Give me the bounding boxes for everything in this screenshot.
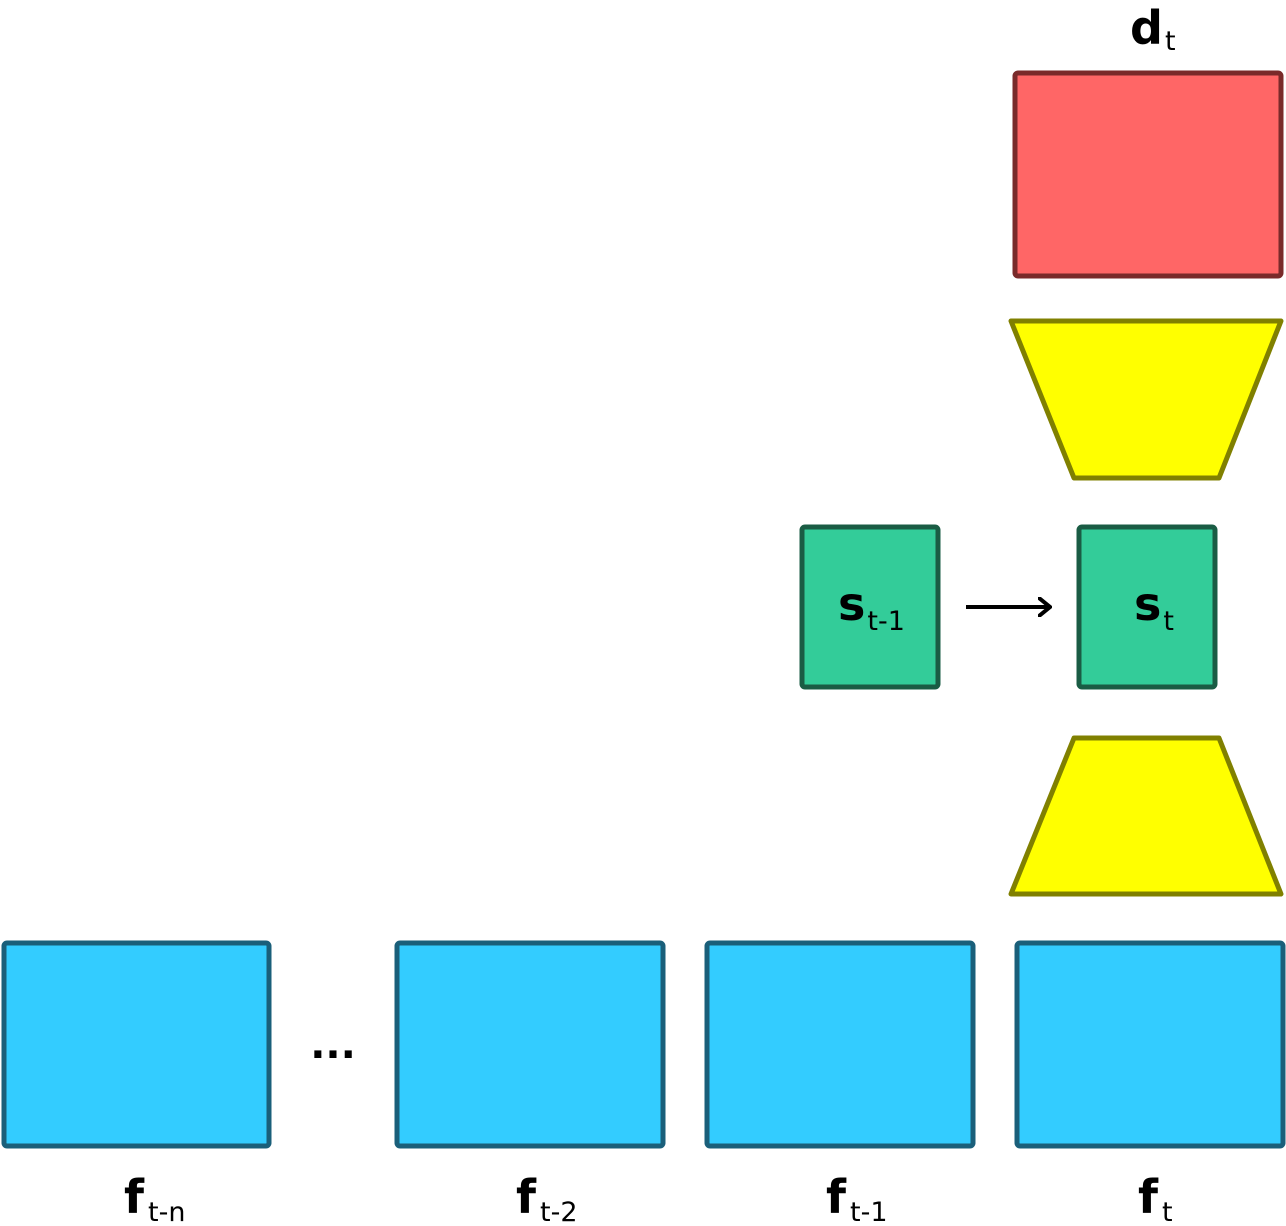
encoder-trapezoid: [1008, 735, 1284, 897]
ellipsis: ...: [310, 1022, 356, 1068]
state-current-block: [1076, 524, 1218, 690]
state-prev-block: [799, 524, 941, 690]
depth-map-block: [1012, 70, 1284, 279]
frame-block-t-n: [1, 940, 272, 1149]
output-label: dt: [1130, 1, 1176, 57]
state-prev-label: st-1: [838, 577, 905, 637]
frame-block-t: [1014, 940, 1286, 1149]
frame-block-t-1: [704, 940, 976, 1149]
decoder-trapezoid: [1008, 318, 1284, 481]
frame-block-t-2: [394, 940, 666, 1149]
state-current-label: st: [1134, 577, 1174, 637]
